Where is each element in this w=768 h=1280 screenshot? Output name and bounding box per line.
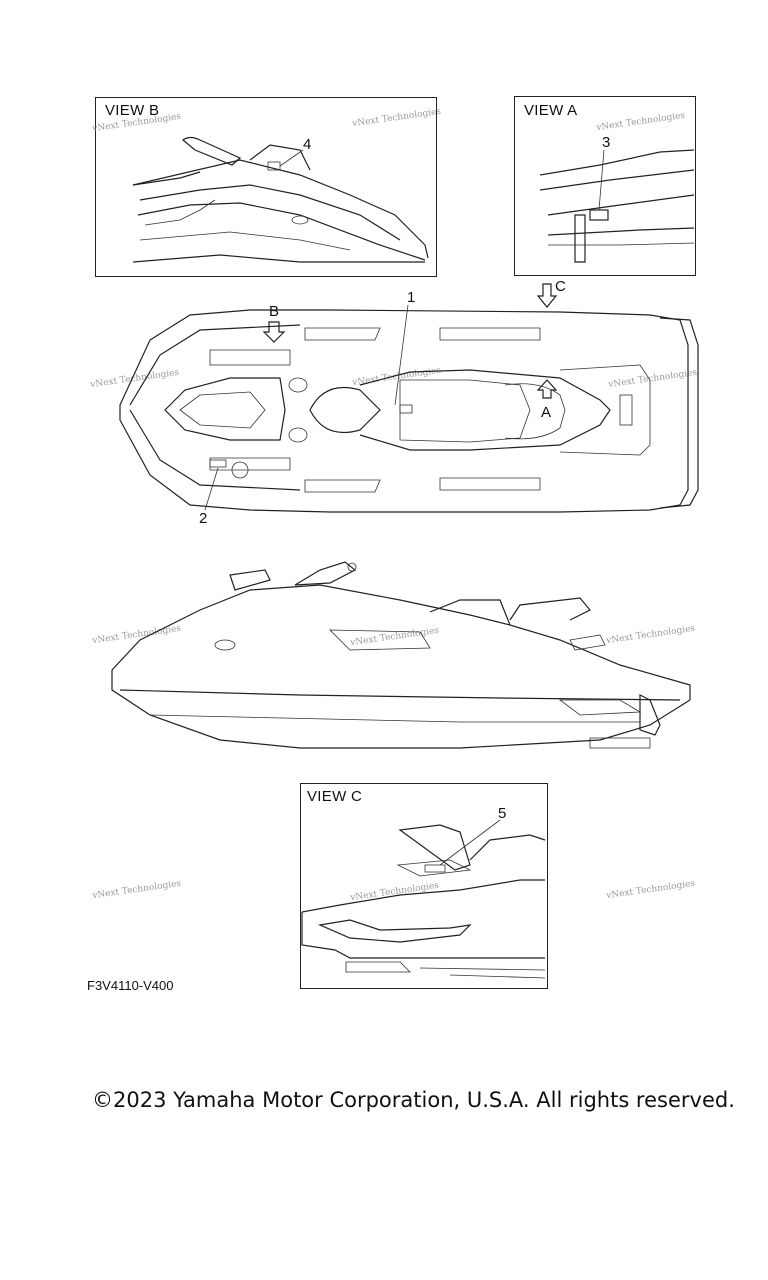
arrow-b-letter: B	[269, 303, 280, 320]
watermark: vNext Technologies	[91, 878, 182, 902]
watermark: vNext Technologies	[605, 878, 696, 902]
callout-4: 4	[303, 136, 312, 153]
watermark: vNext Technologies	[89, 367, 180, 391]
callout-3: 3	[602, 134, 611, 151]
part-code: F3V4110-V400	[87, 978, 174, 993]
arrow-a-letter: A	[541, 404, 552, 421]
callout-2: 2	[199, 510, 208, 527]
side-view-drawing	[111, 561, 691, 749]
top-view-drawing	[119, 283, 699, 513]
watermark: vNext Technologies	[605, 623, 696, 647]
watermark: vNext Technologies	[91, 623, 182, 647]
view-b-label: VIEW B	[105, 102, 160, 119]
watermark: vNext Technologies	[607, 367, 698, 391]
view-a-label: VIEW A	[524, 102, 578, 119]
view-c-label: VIEW C	[307, 788, 363, 805]
callout-1: 1	[407, 289, 416, 306]
watermark: vNext Technologies	[351, 365, 442, 389]
watermark: vNext Technologies	[349, 625, 440, 649]
arrow-c-letter: C	[555, 278, 566, 295]
copyright-notice: ©2023 Yamaha Motor Corporation, U.S.A. A…	[92, 1088, 735, 1112]
callout-5: 5	[498, 805, 507, 822]
